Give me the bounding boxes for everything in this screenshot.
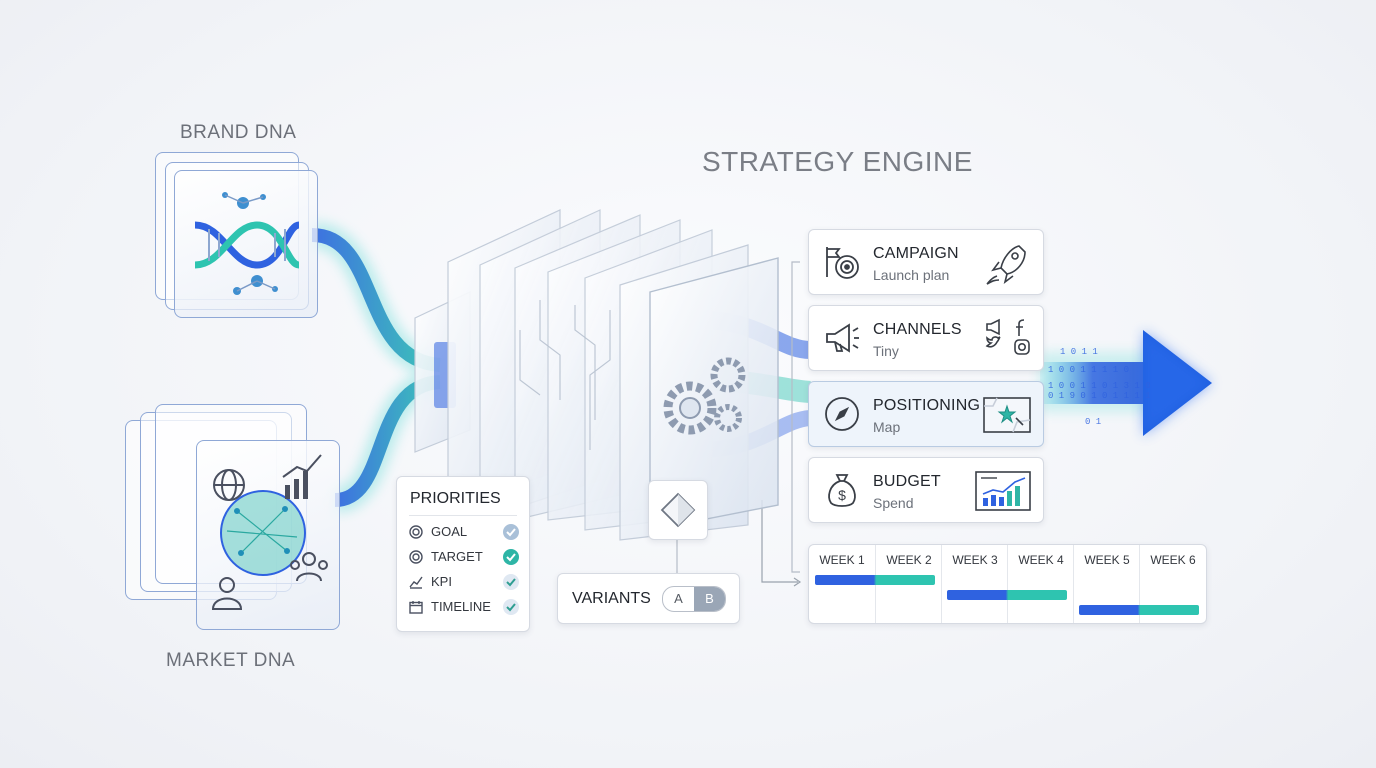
svg-text:$: $ xyxy=(838,487,846,503)
person-icon xyxy=(211,577,243,610)
compass-icon xyxy=(825,397,859,431)
web-globe-icon xyxy=(213,469,245,501)
variant-option-a[interactable]: A xyxy=(674,591,683,606)
people-group-icon xyxy=(290,552,328,582)
week-column: WEEK 4 xyxy=(1007,545,1074,623)
week-label: WEEK 5 xyxy=(1084,553,1130,567)
week-column: WEEK 6 xyxy=(1139,545,1206,623)
priority-item-target[interactable]: TARGET xyxy=(409,547,519,567)
week-label: WEEK 2 xyxy=(886,553,932,567)
target-icon xyxy=(409,525,423,539)
channels-card[interactable]: CHANNELS Tiny xyxy=(808,305,1044,371)
week-label: WEEK 3 xyxy=(952,553,998,567)
week-label: WEEK 4 xyxy=(1018,553,1064,567)
week-label: WEEK 1 xyxy=(819,553,865,567)
campaign-subtitle: Launch plan xyxy=(873,267,950,283)
week-label: WEEK 6 xyxy=(1150,553,1196,567)
svg-text:0 1: 0 1 xyxy=(1085,417,1101,427)
svg-text:1 0 1 1: 1 0 1 1 xyxy=(1060,347,1098,357)
week-column: WEEK 1 xyxy=(809,545,875,623)
svg-text:1 0 0 1 1 0 1 3 1 0: 1 0 0 1 1 0 1 3 1 0 xyxy=(1048,381,1151,391)
channels-title: CHANNELS xyxy=(873,321,962,338)
priorities-panel: PRIORITIES GOAL TARGET KPI TIMELINE xyxy=(396,476,530,632)
week-column: WEEK 5 xyxy=(1073,545,1140,623)
diamond-icon xyxy=(660,492,696,528)
megaphone-small-icon xyxy=(986,318,1000,336)
svg-text:0 1 9 0 1 0 1 1 1 1: 0 1 9 0 1 0 1 1 1 1 xyxy=(1048,391,1151,401)
variant-toggle[interactable]: A B xyxy=(662,586,726,612)
rocket-icon xyxy=(986,245,1026,285)
globe-icon xyxy=(220,490,306,576)
target-flag-icon xyxy=(826,247,859,279)
priority-item-kpi[interactable]: KPI xyxy=(409,572,519,592)
instagram-icon xyxy=(1014,339,1030,355)
timeline-bar[interactable] xyxy=(815,575,935,585)
timeline-gantt: WEEK 1 WEEK 2 WEEK 3 WEEK 4 WEEK 5 WEEK … xyxy=(808,544,1207,624)
positioning-title: POSITIONING xyxy=(873,397,981,414)
market-dna-label: MARKET DNA xyxy=(166,650,296,671)
timeline-bar[interactable] xyxy=(1079,605,1199,615)
priorities-title: PRIORITIES xyxy=(410,490,501,507)
priority-label: TIMELINE xyxy=(431,599,491,614)
money-bag-icon: $ xyxy=(828,474,856,507)
strategy-engine-title: STRATEGY ENGINE xyxy=(702,146,973,177)
week-column: WEEK 3 xyxy=(941,545,1008,623)
target-icon xyxy=(409,550,423,564)
positioning-card[interactable]: POSITIONING Map xyxy=(808,381,1044,447)
gear-icon xyxy=(663,357,746,435)
trend-icon xyxy=(409,576,423,589)
brand-dna-label: BRAND DNA xyxy=(180,122,297,143)
campaign-title: CAMPAIGN xyxy=(873,245,959,262)
dna-helix-icon xyxy=(194,192,301,295)
priority-item-goal[interactable]: GOAL xyxy=(409,522,519,542)
check-icon[interactable] xyxy=(503,549,519,565)
divider xyxy=(409,515,517,516)
calendar-icon xyxy=(409,601,423,614)
priority-label: TARGET xyxy=(431,549,483,564)
social-icons xyxy=(985,318,1030,355)
map-icon xyxy=(983,397,1031,433)
check-icon[interactable] xyxy=(503,574,519,590)
priority-label: GOAL xyxy=(431,524,468,539)
variant-option-b[interactable]: B xyxy=(694,587,725,611)
timeline-bar[interactable] xyxy=(947,590,1067,600)
facebook-icon xyxy=(1016,319,1025,336)
check-icon[interactable] xyxy=(503,599,519,615)
trend-chart-icon xyxy=(282,454,322,499)
channels-subtitle: Tiny xyxy=(873,343,899,359)
budget-title: BUDGET xyxy=(873,473,941,490)
check-icon[interactable] xyxy=(503,524,519,540)
variants-control: VARIANTS A B xyxy=(557,573,740,624)
positioning-subtitle: Map xyxy=(873,419,901,435)
svg-text:1 0 0 1 1 1 1 0: 1 0 0 1 1 1 1 0 xyxy=(1048,365,1129,375)
priority-label: KPI xyxy=(431,574,452,589)
budget-card[interactable]: $ BUDGET Spend xyxy=(808,457,1044,523)
priority-item-timeline[interactable]: TIMELINE xyxy=(409,597,519,617)
campaign-card[interactable]: CAMPAIGN Launch plan xyxy=(808,229,1044,295)
decision-node[interactable] xyxy=(648,480,708,540)
budget-subtitle: Spend xyxy=(873,495,914,511)
twitter-icon xyxy=(985,336,1001,348)
variants-label: VARIANTS xyxy=(572,590,651,607)
bar-chart-icon xyxy=(975,471,1031,511)
megaphone-icon xyxy=(826,323,859,353)
